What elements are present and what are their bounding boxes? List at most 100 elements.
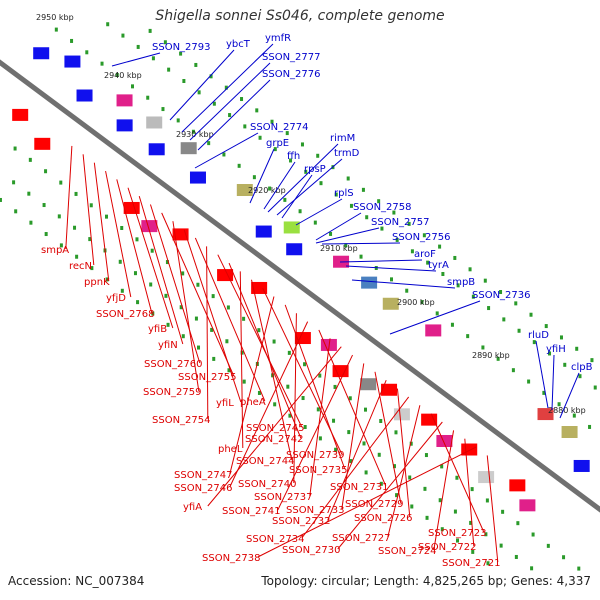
tick-dot (13, 146, 17, 151)
forward-gene-label: SSON_2736 (472, 290, 531, 301)
forward-label-leader (197, 79, 271, 151)
genome-stats-text: Topology: circular; Length: 4,825,265 bp… (261, 574, 591, 588)
reverse-label-leader (341, 363, 365, 510)
reverse-label-leader (207, 346, 342, 507)
gene-feature (251, 281, 268, 294)
reverse-label-leader (430, 413, 485, 533)
forward-label-leader (111, 52, 161, 67)
tick-dot (334, 447, 338, 452)
tick-dot (453, 509, 457, 514)
tick-dot (422, 233, 426, 238)
tick-dot (348, 396, 352, 401)
forward-gene-label: SSON_2793 (152, 42, 211, 53)
reverse-label-leader (105, 170, 132, 298)
tick-dot (287, 350, 291, 355)
forward-gene-label: SSON_2756 (392, 232, 451, 243)
tick-dot (90, 266, 94, 271)
reverse-gene-label: smpA (41, 245, 69, 256)
reverse-label-leader (161, 212, 235, 377)
tick-dot (575, 346, 579, 351)
tick-dot (423, 486, 427, 491)
tick-dot (118, 259, 122, 264)
tick-dot (487, 306, 491, 311)
tick-dot (167, 67, 171, 72)
reverse-gene-label: SSON_2760 (144, 359, 203, 370)
forward-gene-label: yfiH (546, 344, 566, 355)
tick-dot (548, 351, 552, 356)
forward-label-leader (189, 62, 271, 141)
forward-label-leader (345, 265, 437, 272)
tick-dot (380, 226, 384, 231)
tick-dot (456, 538, 460, 543)
tick-dot (120, 288, 124, 293)
tick-dot (85, 50, 89, 55)
tick-dot (395, 237, 399, 242)
forward-gene-label: rplS (334, 188, 354, 199)
tick-dot (136, 300, 140, 305)
tick-dot (530, 566, 534, 571)
forward-label-leader (295, 198, 343, 226)
tick-dot (121, 33, 125, 38)
forward-gene-label: rluD (528, 330, 549, 341)
reverse-label-leader (387, 405, 421, 538)
tick-dot (176, 118, 180, 123)
tick-dot (28, 157, 32, 162)
tick-dot (562, 555, 566, 560)
tick-dot (499, 543, 503, 548)
reverse-gene-label: SSON_2768 (96, 309, 155, 320)
reverse-gene-label: SSON_2731 (330, 482, 389, 493)
reverse-gene-label: yfiN (158, 340, 178, 351)
forward-label-leader (281, 174, 313, 219)
tick-dot (146, 95, 150, 100)
gene-feature (255, 225, 272, 238)
reverse-label-leader (251, 279, 293, 461)
tick-dot (377, 452, 381, 457)
gene-feature (33, 47, 50, 60)
tick-dot (27, 191, 31, 196)
tick-dot (303, 362, 307, 367)
gene-feature (141, 220, 158, 233)
tick-dot (240, 97, 244, 102)
reverse-label-leader (239, 271, 244, 449)
forward-gene-label: ffh (287, 151, 300, 162)
tick-dot (273, 147, 277, 152)
tick-dot (361, 187, 365, 192)
tick-dot (44, 169, 48, 174)
forward-label-leader (551, 354, 555, 411)
reverse-gene-label: yfiL (216, 398, 234, 409)
reverse-gene-label: SSON_2734 (246, 534, 305, 545)
forward-gene-label: clpB (571, 362, 593, 373)
tick-dot (577, 566, 581, 571)
tick-dot (105, 214, 109, 219)
tick-dot (563, 362, 567, 367)
forward-gene-label: rpsP (304, 164, 326, 175)
forward-label-leader (389, 300, 481, 335)
reverse-gene-label: yfjD (106, 293, 126, 304)
tick-dot (456, 283, 460, 288)
gene-feature (286, 243, 303, 256)
reverse-label-leader (293, 313, 297, 484)
reverse-label-leader (301, 396, 410, 539)
gene-feature (116, 119, 133, 132)
tick-dot (313, 220, 317, 225)
tick-dot (225, 339, 229, 344)
reverse-label-leader (396, 388, 411, 518)
tick-dot (70, 38, 74, 43)
gene-feature (148, 143, 165, 156)
tick-dot (270, 119, 274, 124)
tick-dot (179, 305, 183, 310)
gene-feature (236, 184, 253, 197)
tick-dot (197, 90, 201, 95)
tick-dot (424, 453, 428, 458)
tick-dot (514, 554, 518, 559)
tick-dot (226, 305, 230, 310)
tick-dot (377, 199, 381, 204)
tick-dot (394, 430, 398, 435)
tick-dot (268, 186, 272, 191)
tick-dots (0, 22, 597, 571)
forward-gene-label: SSON_2757 (371, 217, 430, 228)
tick-dot (0, 197, 2, 202)
tick-dot (181, 271, 185, 276)
tick-dot (89, 203, 93, 208)
